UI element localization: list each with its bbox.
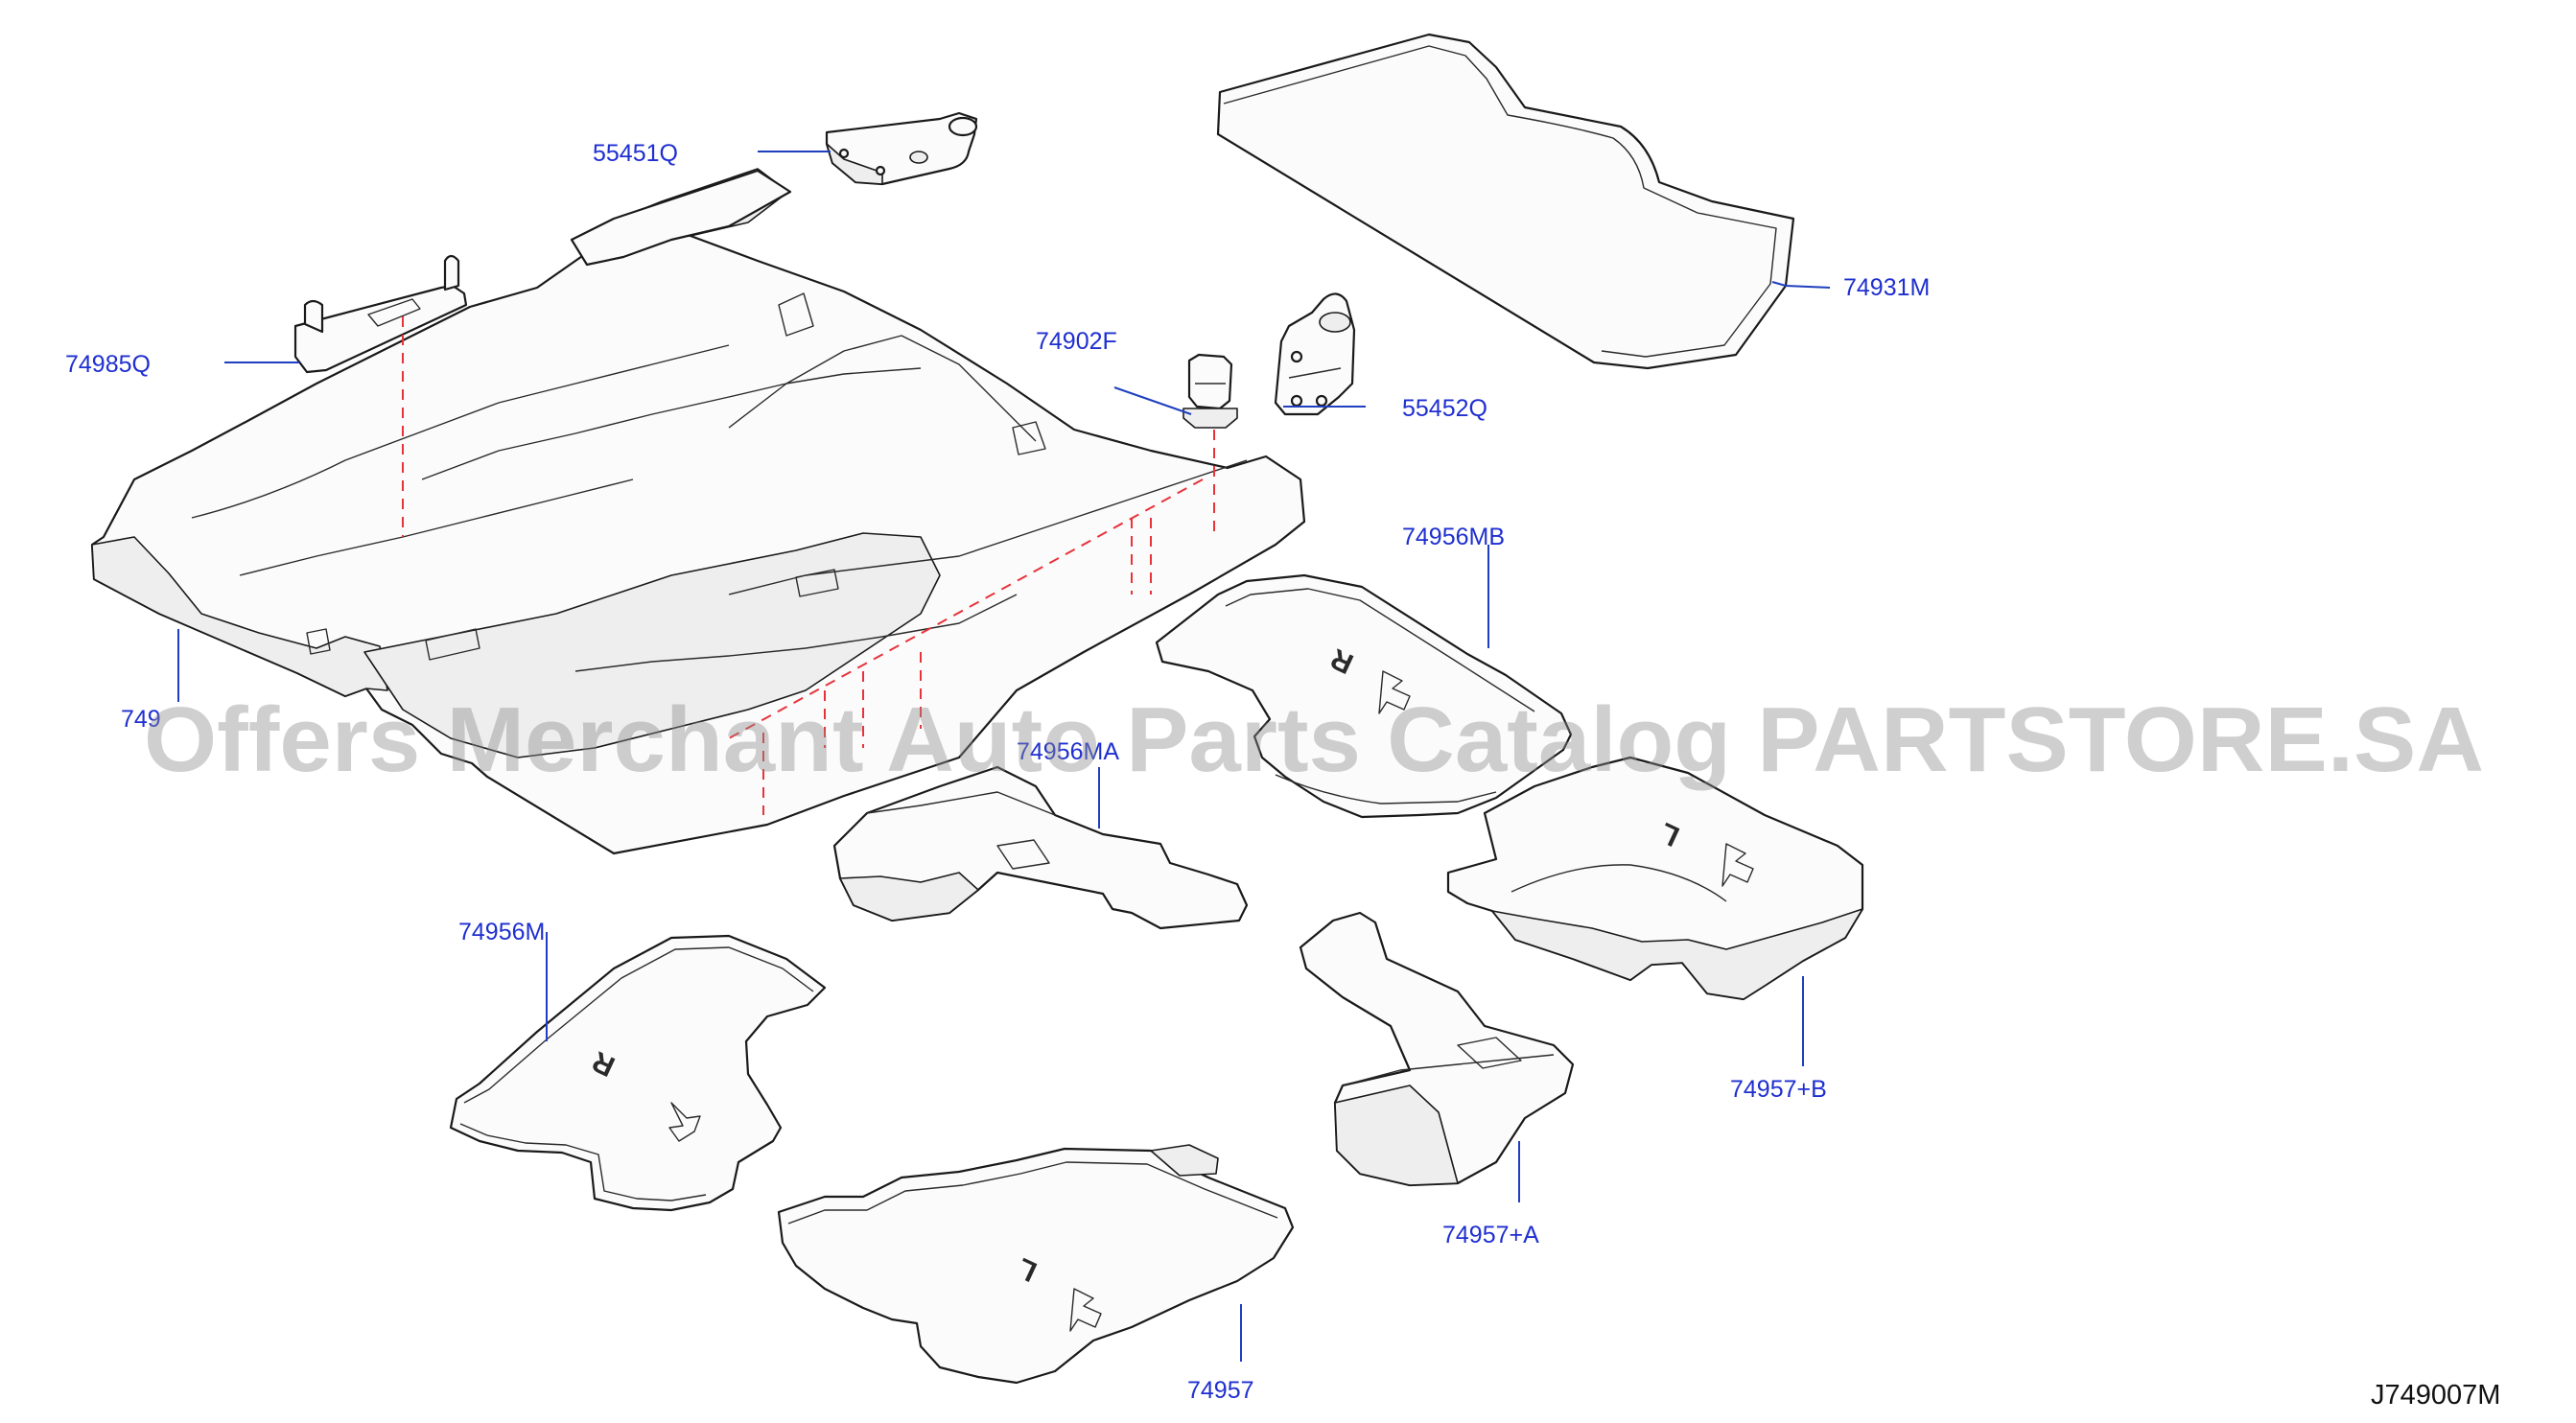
callout-55452q[interactable]: 55452Q	[1402, 395, 1487, 422]
watermark: Offers Merchant Auto Parts Catalog PARTS…	[144, 688, 2484, 791]
rear-center-mat-74956ma[interactable]	[832, 765, 1249, 930]
fastener-guides	[402, 316, 1215, 815]
retainer-74902f[interactable]	[1183, 353, 1238, 429]
callout-74956m[interactable]: 74956M	[458, 919, 545, 945]
rear-center-box-74957a[interactable]	[1299, 911, 1575, 1187]
callout-74956mb[interactable]: 74956MB	[1402, 524, 1505, 550]
front-left-mat-74957[interactable]: L	[777, 1144, 1295, 1385]
callout-74931m[interactable]: 74931M	[1843, 274, 1930, 301]
callout-74902f[interactable]: 74902F	[1036, 328, 1117, 355]
callout-74957a[interactable]: 74957+A	[1442, 1222, 1539, 1248]
bracket-55452q[interactable]	[1274, 292, 1356, 416]
leader-74931m	[1771, 281, 1831, 289]
rear-left-mat-74957b[interactable]: L	[1446, 756, 1864, 1001]
clip-74985q[interactable]	[293, 254, 468, 374]
callout-74957b[interactable]: 74957+B	[1730, 1076, 1827, 1103]
leader-74902f	[1113, 386, 1192, 415]
callout-55451q[interactable]: 55451Q	[593, 140, 678, 167]
luggage-mat-74931m[interactable]	[1216, 33, 1795, 370]
callout-74956ma[interactable]: 74956MA	[1017, 738, 1119, 765]
callout-74985q[interactable]: 74985Q	[65, 351, 151, 378]
floor-carpet-main[interactable]	[90, 168, 1306, 855]
callout-74957[interactable]: 74957	[1187, 1377, 1254, 1404]
front-right-mat-74956m[interactable]: R	[449, 934, 827, 1212]
diagram-number: J749007M	[2371, 1380, 2500, 1411]
bracket-55451q[interactable]	[825, 111, 978, 186]
callout-labels: 55451Q 74931M 74985Q 74902F 55452Q 74956…	[65, 140, 1930, 1404]
rear-right-mat-74956mb[interactable]: R	[1155, 573, 1573, 819]
callout-749xx[interactable]: 749	[121, 706, 161, 733]
callout-leaders	[177, 151, 1831, 1362]
